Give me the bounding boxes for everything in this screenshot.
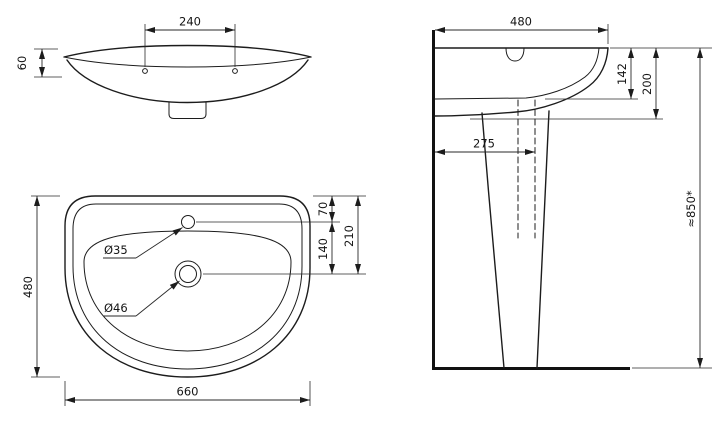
dimension-mounting-height: ≈850* (632, 48, 712, 369)
dimension-rim-height: 60 (15, 48, 62, 78)
dimension-label: 660 (177, 385, 199, 399)
front-view: 240 60 (15, 15, 312, 119)
dimension-label: 480 (21, 276, 35, 298)
dimension-label: 240 (179, 15, 201, 29)
plan-waste-hole (179, 265, 197, 283)
callout-waste-hole-diameter: Ø46 (103, 280, 180, 317)
side-view: 480 142 200 275 ≈850* (432, 15, 712, 370)
pedestal-right-outline (536, 110, 550, 369)
plan-waste-flange (174, 260, 202, 288)
plan-outer-outline (64, 195, 311, 378)
dimension-overall-width: 660 (64, 381, 311, 406)
side-bowl-inner-outline (434, 47, 600, 100)
dimension-tap-spacing: 240 (144, 15, 236, 67)
dimension-side-depth: 480 (435, 15, 609, 44)
front-fixing-hole-right (232, 68, 238, 74)
front-fixing-hole-left (142, 68, 148, 74)
dimension-wall-to-trap: 275 (435, 137, 535, 155)
dimension-label: 210 (342, 225, 356, 247)
dimension-label: 70 (316, 202, 330, 217)
dimension-label: 142 (615, 63, 629, 85)
leader-line (135, 227, 183, 259)
callout-tap-hole-diameter: Ø35 (103, 227, 183, 259)
callout-label: Ø46 (104, 301, 128, 315)
front-rim-top-outline (63, 44, 312, 58)
dimension-label: ≈850* (684, 190, 698, 228)
plan-inner-rim-outline (72, 203, 303, 370)
wall-and-floor-line (432, 30, 630, 370)
callout-label: Ø35 (104, 243, 128, 257)
plan-view: Ø35 Ø46 70 140 210 480 (21, 195, 366, 406)
dimension-hole-positions: 70 140 210 (196, 195, 366, 275)
dimension-rim-to-underside: 200 (470, 48, 663, 120)
dimension-label: 275 (473, 137, 495, 151)
pedestal-left-outline (481, 112, 505, 369)
side-underside-outline (434, 47, 609, 117)
leader-line (135, 280, 180, 317)
dimension-label: 140 (316, 238, 330, 260)
front-waste-fitting-outline (168, 102, 207, 119)
front-bowl-underside-outline (66, 59, 309, 104)
plan-bowl-outline (83, 230, 292, 352)
dimension-label: 200 (640, 73, 654, 95)
front-rim-bottom-outline (63, 56, 312, 68)
plan-tap-hole (181, 215, 195, 229)
dimension-rim-to-basin-floor: 142 (545, 47, 712, 100)
dimension-overall-depth: 480 (21, 195, 60, 378)
side-tap-hole-recess (505, 47, 525, 62)
dimension-label: 480 (510, 15, 532, 29)
dimension-label: 60 (15, 56, 29, 71)
